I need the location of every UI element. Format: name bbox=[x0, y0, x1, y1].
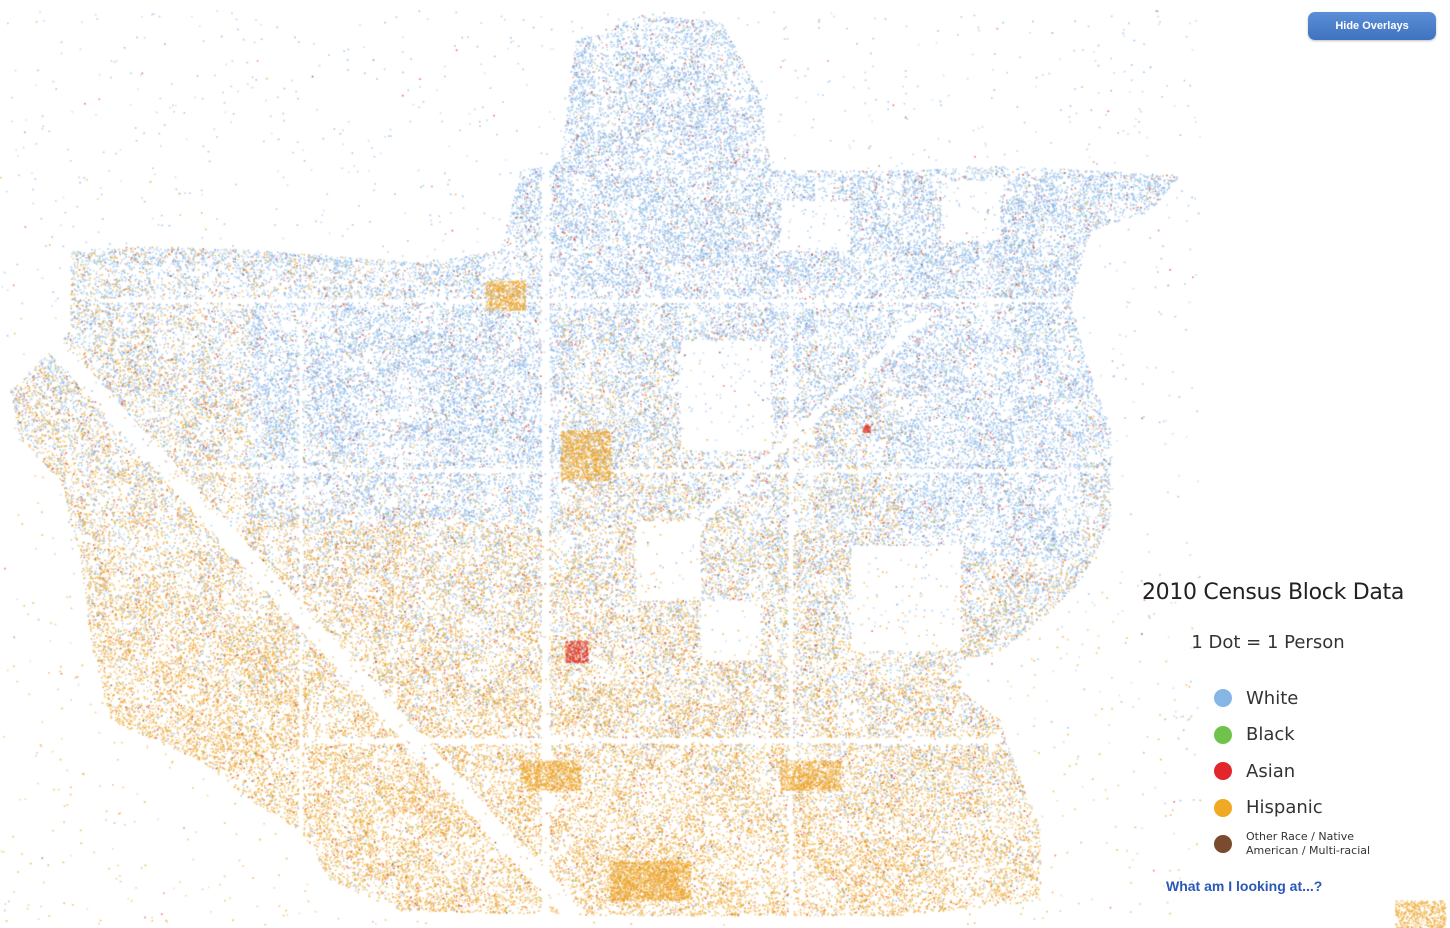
other-dot-icon bbox=[1214, 835, 1232, 854]
legend-label: Asian bbox=[1246, 760, 1296, 782]
legend-item-black: Black bbox=[1214, 717, 1406, 754]
white-dot-icon bbox=[1214, 689, 1232, 708]
map-legend: 2010 Census Block Data 1 Dot = 1 Person … bbox=[1128, 572, 1428, 912]
legend-label: Hispanic bbox=[1246, 797, 1323, 819]
legend-subtitle: 1 Dot = 1 Person bbox=[1191, 632, 1345, 653]
what-am-i-looking-at-link[interactable]: What am I looking at...? bbox=[1166, 878, 1323, 894]
legend-item-white: White bbox=[1214, 680, 1406, 717]
legend-label: Other Race / Native American / Multi-rac… bbox=[1246, 830, 1371, 858]
legend-list: White Black Asian Hispanic Other Race / … bbox=[1214, 680, 1406, 863]
legend-label: White bbox=[1246, 687, 1299, 709]
asian-dot-icon bbox=[1214, 762, 1232, 781]
legend-item-other: Other Race / Native American / Multi-rac… bbox=[1214, 826, 1406, 863]
legend-item-asian: Asian bbox=[1214, 753, 1406, 790]
legend-label: Black bbox=[1246, 724, 1295, 746]
legend-item-hispanic: Hispanic bbox=[1214, 790, 1406, 827]
hide-overlays-button[interactable]: Hide Overlays bbox=[1308, 12, 1436, 40]
black-dot-icon bbox=[1214, 725, 1232, 744]
legend-title: 2010 Census Block Data bbox=[1141, 580, 1405, 605]
hispanic-dot-icon bbox=[1214, 798, 1232, 817]
